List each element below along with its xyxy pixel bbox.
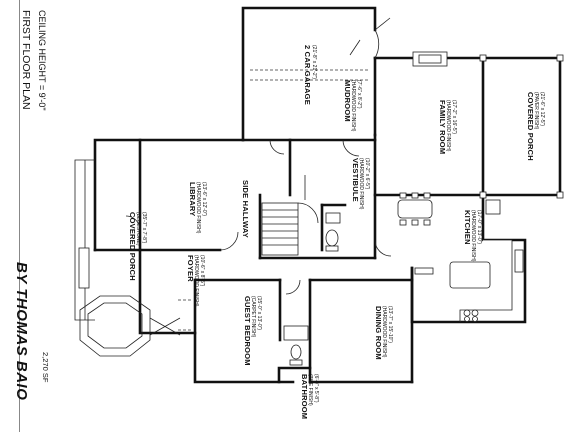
guest-bedroom-size: (15'-0" x 13'-0") <box>256 296 262 330</box>
dining-room-name: DINING ROOM <box>374 306 383 360</box>
rear-porch-size: (21'-6" x 12'-5") <box>539 92 545 126</box>
foyer-finish: (HARDWOOD FINISH) <box>193 255 199 307</box>
dining-table <box>397 192 433 226</box>
bathroom-name: BATHROOM <box>300 374 309 419</box>
front-porch-finish: (BLUESTONE) <box>135 212 141 246</box>
dining-room-size: (13'-7" x 15'-10") <box>387 306 393 343</box>
vestibule-size: (10'-2" x 6'-5") <box>364 158 370 190</box>
mudroom-finish: (HARDWOOD FINISH) <box>350 80 356 132</box>
page-edge-line <box>19 0 20 432</box>
room-labels: 2 CAR GARAGE (21'-8" x 21'-2") MUDROOM (… <box>128 45 545 419</box>
family-room-size: (17'-2" x 16'-5") <box>451 100 457 134</box>
vestibule-name: VESTIBULE <box>351 158 360 202</box>
family-room-finish: (HARDWOOD FINISH) <box>445 100 451 152</box>
closets <box>149 299 192 336</box>
fireplace <box>412 51 448 67</box>
library-size: (13'-6" x 12'-0") <box>201 182 207 216</box>
kitchen-finish: (HARDWOOD FINISH) <box>470 210 476 262</box>
front-porch-structure <box>74 159 151 357</box>
bathroom-finish: (TILE FINISH) <box>307 374 313 406</box>
rear-porch-finish: (PAVER FINISH) <box>533 92 539 130</box>
library-finish: (HARDWOOD FINISH) <box>195 182 201 234</box>
rear-porch-name: COVERED PORCH <box>526 92 535 161</box>
side-hallway-name: SIDE HALLWAY <box>241 180 250 238</box>
foyer-name: FOYER <box>186 255 195 282</box>
foyer-size: (10'-6" x 8'-6") <box>199 255 205 287</box>
kitchen-name: KITCHEN <box>463 210 472 245</box>
staircase <box>261 175 319 256</box>
bathroom-fixtures <box>283 325 309 366</box>
mudroom-size: (7'-6" x 8'-2") <box>356 80 362 109</box>
garage-name: 2 CAR GARAGE <box>303 45 312 105</box>
front-porch-name: COVERED PORCH <box>128 212 137 281</box>
bathroom-size: (6'-0" x 5'-8") <box>313 374 319 403</box>
kitchen-counters <box>414 199 524 322</box>
library-name: LIBRARY <box>188 182 197 216</box>
powder-room-fixtures <box>325 212 341 252</box>
walls <box>93 6 562 384</box>
mudroom-name: MUDROOM <box>343 80 352 122</box>
guest-bedroom-name: GUEST BEDROOM <box>243 296 252 366</box>
garage-size: (21'-8" x 21'-2") <box>311 45 317 79</box>
door-swings <box>125 139 392 295</box>
front-porch-size: (35'-7" x 7'-8") <box>141 212 147 244</box>
dining-room-finish: (HARDWOOD FINISH) <box>381 306 387 358</box>
vestibule-finish: (HARDWOOD FINISH) <box>358 158 364 210</box>
family-room-name: FAMILY ROOM <box>438 100 447 154</box>
kitchen-size: (17'-0" x 13'-0") <box>476 210 482 244</box>
porch-posts <box>479 54 564 199</box>
garage-details <box>250 17 391 81</box>
guest-bedroom-finish: (CARPET FINISH) <box>250 296 256 338</box>
